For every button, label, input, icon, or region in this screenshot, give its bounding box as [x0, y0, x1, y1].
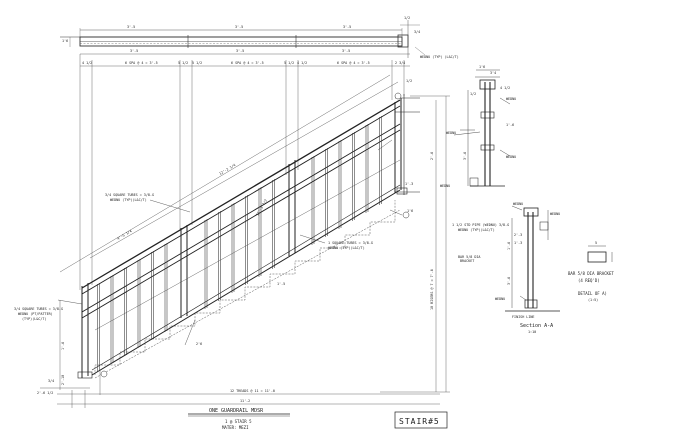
callout-mid-line2: WEDNU (TYP)(L&C/T) [328, 246, 365, 250]
sd-label-5: WEDNU [506, 97, 516, 101]
section-aa-pipe-note-2: WEDNU (TYP)(L&C/T) [458, 228, 495, 232]
right-dim-1: 2'-6 [430, 152, 434, 160]
plan-small-3: 3/4 [414, 30, 420, 34]
small-mark-2: 2'6 [196, 342, 202, 346]
spacing-dim-2: 6 SPA @ 4 = 3'-5 [231, 61, 264, 65]
detail-a-title: DETAIL OF A) [578, 291, 607, 296]
end-dim-4: 5 1/2 [284, 61, 294, 65]
guardrail-pickets [97, 116, 382, 372]
rail-length-2: 4'-5 1/4 [116, 229, 132, 241]
callout-top-line1: 3/4 SQUARE TUBES = 3/8-G [105, 193, 154, 197]
end-dim-1: 4 1/2 [82, 61, 92, 65]
rail-length-3: 12'-3 1/2 [255, 199, 268, 217]
sd-label-7: WEDNU [446, 131, 456, 135]
sd-label-9: 1'-6 [506, 123, 514, 127]
span-dim-3: 3'-5 [342, 49, 350, 53]
rail-length-1: 12'-2 1/4 [218, 163, 236, 176]
sd-label-2: 3'4 [490, 71, 496, 75]
detail-a-dim: 5 [595, 241, 597, 245]
end-dim-3: 5 1/2 [192, 61, 202, 65]
detail-a-drawing [587, 245, 613, 263]
section-aa-labels: 1 1/2 STD PIPE (WEDNU) 3/8-G WEDNU (TYP)… [452, 202, 560, 334]
top-plan-labels: 3'-5 3'-5 3'-5 1'6 1/2 3/4 WEDNU (TYP) (… [62, 16, 459, 59]
section-aa-dim-2: 3'-6 [507, 277, 511, 285]
section-aa-weld-3: WEDNU [550, 212, 560, 216]
drawing-subtitle-1: 1 @ STAIR 5 [225, 419, 252, 424]
callout-left-line1: 3/4 SQUARE TUBES = 3/8-G [14, 307, 63, 311]
callout-left-line3: (TYP)(L&C/T) [22, 317, 47, 321]
plan-dim-2: 3'-5 [235, 25, 243, 29]
plan-dim-3: 3'-5 [343, 25, 351, 29]
top-plan-view [60, 20, 426, 58]
end-dim-2: 5 1/2 [178, 61, 188, 65]
bottom-dim-2: 11'-2 [240, 399, 250, 403]
section-aa-weld-1: WEDNU [513, 202, 523, 206]
drawing-subtitle-2: MATER: MEZI [222, 425, 249, 430]
section-aa-finish-line: FINISH LINE [512, 315, 534, 319]
end-dim-6: 2 3/4 [395, 61, 405, 65]
stair-stamp: STAIR#5 [399, 417, 440, 426]
sd-label-8: 3'-6 [463, 152, 467, 160]
section-aa-pipe-note-1: 1 1/2 STD PIPE (WEDNU) 3/8-G [452, 223, 509, 227]
plan-small-2: 1/2 [404, 16, 410, 20]
section-aa-title: Section A-A [520, 323, 553, 329]
small-mark-3: 1'6 [407, 209, 413, 213]
guardrail-frame [77, 94, 420, 379]
bottom-dim-1: 12 TREADS @ 11 = 11'-0 [230, 389, 275, 393]
end-dim-5: 4 1/2 [297, 61, 307, 65]
span-dim-2: 3'-5 [236, 49, 244, 53]
section-aa-scale: 1:10 [528, 330, 536, 334]
section-aa-drawing [505, 205, 560, 312]
drawing-title: ONE GUARDRAIL MDSR [209, 408, 264, 414]
small-mark-4: 1'-3 [405, 182, 413, 186]
elevation-labels: 6 SPA @ 4 = 3'-5 6 SPA @ 4 = 3'-5 6 SPA … [14, 49, 434, 403]
small-mark-1: 1'-5 [277, 282, 285, 286]
right-dim-2: 10 RISERS @ 7 = 7'-6 [430, 269, 434, 310]
left-dim-2: 2'-10 [61, 375, 65, 385]
sd-label-4: 4 1/2 [500, 86, 510, 90]
sd-label-6: WEDNU [506, 155, 516, 159]
span-dim-1: 3'-5 [130, 49, 138, 53]
rail-length-dimensions [59, 74, 401, 331]
detail-a-qty: (4 REQ'D) [578, 278, 600, 283]
left-dim-1: 1'-6 [61, 342, 65, 350]
floor-label: 2'-6 1/2 [37, 391, 53, 395]
title-block-lines [188, 411, 448, 429]
section-aa-bar-note-1: BAR 5/8 DIA [458, 255, 480, 259]
callout-top-line2: WEDNU (TYP)(L&C/T) [110, 198, 147, 202]
detail-a-scale: (1:5) [588, 298, 598, 302]
sd-label-3: 1/2 [470, 92, 476, 96]
section-marker-a [100, 92, 410, 378]
section-aa-bar-note-2: BRACKET [460, 259, 474, 263]
callout-mid-line1: 1 SQUARE TUBES = 3/8-G [328, 241, 373, 245]
section-aa-dim-3: 2'-3 [514, 233, 522, 237]
title-block: ONE GUARDRAIL MDSR 1 @ STAIR 5 MATER: ME… [209, 408, 440, 430]
elevation-dimension-lines [40, 53, 450, 408]
small-mark-6: 3/4 [48, 379, 54, 383]
callout-left-line2: WEDNU (PT/PATTER) [18, 312, 53, 316]
section-aa-dim-1: 1'-6 [507, 242, 511, 250]
section-detail-upper-labels: 1'6 3'4 1/2 4 1/2 WEDNU WEDNU WEDNU 3'-6… [440, 65, 516, 188]
sd-callout: WEDNU [440, 184, 450, 188]
section-detail-upper [453, 69, 511, 187]
section-aa-weld-2: WEDNU [495, 297, 505, 301]
detail-a-labels: 5 BAR 5/8 DIA BRACKET (4 REQ'D) DETAIL O… [568, 241, 614, 302]
callout-leaders [57, 139, 403, 346]
small-mark-5: 1/2 [406, 79, 412, 83]
plan-dim-1: 3'-5 [127, 25, 135, 29]
stair-steps [94, 200, 401, 379]
sd-label-1: 1'6 [479, 65, 485, 69]
spacing-dim-3: 6 SPA @ 4 = 3'-5 [337, 61, 370, 65]
plan-callout: WEDNU (TYP) (L&C/T) [420, 55, 459, 59]
spacing-dim-1: 6 SPA @ 4 = 3'-5 [125, 61, 158, 65]
section-aa-dim-4: 1'-3 [514, 241, 522, 245]
plan-small-1: 1'6 [62, 39, 68, 43]
detail-a-bar-note: BAR 5/8 DIA BRACKET [568, 271, 614, 276]
